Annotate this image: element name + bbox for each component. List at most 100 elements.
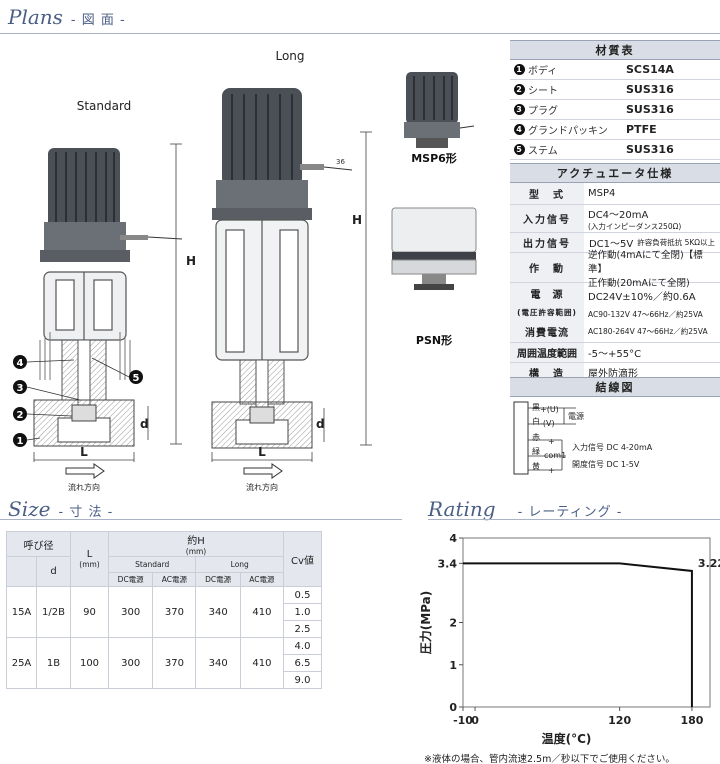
rating-line bbox=[463, 562, 693, 707]
size-cv: 6.5 bbox=[283, 654, 322, 672]
data-label: 3.22 bbox=[698, 557, 720, 570]
power-ac2: AC180-264V 47〜66Hz／約25VA bbox=[588, 327, 708, 336]
standard-dim-d: d bbox=[140, 417, 149, 431]
material-row: 4 グランドパッキン PTFE bbox=[510, 120, 720, 140]
size-header-h: 約H(mm) bbox=[108, 531, 284, 557]
table-row: 15A 1/2B 90 300 370 340 410 0.5 bbox=[6, 586, 322, 638]
size-header-nominal: 呼び径 bbox=[6, 531, 71, 557]
material-row: 1 ボディ SCS14A bbox=[510, 60, 720, 80]
callout-1: 1 bbox=[13, 433, 41, 447]
size-rule bbox=[0, 519, 402, 520]
spec-key: 周囲温度範囲 bbox=[510, 343, 584, 362]
svg-text:36: 36 bbox=[336, 158, 345, 166]
material-number: 2 bbox=[513, 84, 525, 95]
actuator-title: アクチュエータ仕様 bbox=[510, 163, 720, 183]
svg-text:5: 5 bbox=[133, 373, 140, 384]
material-value: SUS316 bbox=[626, 83, 674, 96]
size-std-dc: 300 bbox=[107, 637, 154, 689]
spec-row-action: 作 動 逆作動(4mAにて全閉)【標準】 正作動(20mAにて全閉) bbox=[510, 250, 720, 289]
wiring-title: 結線図 bbox=[510, 377, 720, 397]
wiring-section: 結線図 bbox=[510, 377, 720, 397]
action-direct: 正作動(20mAにて全閉) bbox=[588, 277, 690, 289]
material-name: グランドパッキン bbox=[528, 126, 608, 137]
standard-body bbox=[33, 399, 135, 447]
size-std-ac: 370 bbox=[152, 586, 197, 638]
long-dim-l: L bbox=[258, 445, 266, 459]
size-header-std-ac: AC電源 bbox=[152, 572, 197, 587]
size-cv: 1.0 bbox=[283, 603, 322, 621]
standard-dim-h: H bbox=[186, 254, 196, 268]
psn-actuator bbox=[391, 207, 477, 290]
material-number: 1 bbox=[513, 64, 525, 75]
material-number: 5 bbox=[513, 144, 525, 155]
x-axis-label: 温度(°C) bbox=[542, 731, 592, 746]
standard-flow-arrow: 流れ方向 bbox=[65, 463, 105, 492]
input-sub: (入力インピーダンス250Ω) bbox=[588, 221, 682, 231]
callout-3: 3 bbox=[13, 380, 81, 401]
materials-table: 材質表 1 ボディ SCS14A 2 シート SUS316 3 プラグ SUS3… bbox=[510, 40, 720, 160]
standard-actuator bbox=[40, 148, 183, 262]
size-long-dc: 340 bbox=[195, 586, 241, 638]
rating-heading: Rating - レーティング - bbox=[428, 497, 622, 521]
material-number: 3 bbox=[513, 104, 525, 115]
consumption-label: 消費電流 bbox=[525, 328, 569, 339]
long-actuator: 36 bbox=[212, 88, 353, 220]
table-row: 25A 1B 100 300 370 340 410 4.0 bbox=[6, 637, 322, 689]
material-number: 4 bbox=[513, 124, 525, 135]
material-value: SUS316 bbox=[626, 103, 674, 116]
size-nominal: 25A bbox=[6, 637, 37, 689]
rating-title-jp: - レーティング - bbox=[517, 505, 623, 520]
long-dim-d: d bbox=[316, 417, 325, 431]
power-label: 電 源 bbox=[530, 290, 564, 301]
output-main: DC1〜5V bbox=[588, 239, 634, 250]
material-value: SUS316 bbox=[626, 143, 674, 156]
callout-5: 5 bbox=[91, 357, 143, 384]
wire-input-signal: 入力信号 DC 4-20mA bbox=[572, 442, 653, 452]
actuator-spec-table: アクチュエータ仕様 型 式 MSP4 入力信号 DC4〜20mA (入力インピー… bbox=[510, 163, 720, 383]
material-row: 3 プラグ SUS316 bbox=[510, 100, 720, 120]
wire-open-signal: 開度信号 DC 1-5V bbox=[572, 459, 640, 469]
wire-color: 黄 bbox=[532, 461, 540, 471]
rating-rule bbox=[428, 519, 720, 520]
y-tick-label: 4 bbox=[449, 532, 457, 545]
wire-color: 黒 bbox=[532, 403, 540, 412]
size-long-ac: 410 bbox=[239, 586, 285, 638]
standard-fins bbox=[39, 332, 131, 380]
spec-key: 入力信号 bbox=[510, 205, 584, 232]
callout-2: 2 bbox=[13, 407, 73, 421]
size-header-long: Long bbox=[195, 556, 284, 573]
size-title-jp: - 寸 法 - bbox=[58, 505, 114, 520]
spec-row-temp: 周囲温度範囲 -5〜+55°C bbox=[510, 343, 720, 363]
size-long-ac: 410 bbox=[239, 637, 285, 689]
power-ac1: AC90-132V 47〜66Hz／約25VA bbox=[588, 310, 703, 319]
wire-sign: -(V) bbox=[540, 419, 555, 428]
svg-text:4: 4 bbox=[17, 358, 24, 369]
power-sub-label: (電圧許容範囲) bbox=[517, 308, 577, 317]
input-main: DC4〜20mA bbox=[588, 209, 649, 221]
material-value: SCS14A bbox=[626, 63, 674, 76]
x-tick-label: -10 bbox=[453, 714, 473, 727]
wire-sign: + bbox=[548, 466, 555, 475]
spec-key: 作 動 bbox=[510, 253, 584, 282]
size-d: 1/2B bbox=[36, 586, 71, 638]
plans-title-en: Plans bbox=[8, 5, 63, 29]
svg-text:1: 1 bbox=[17, 436, 24, 447]
size-cv: 2.5 bbox=[283, 620, 322, 638]
size-header-long-ac: AC電源 bbox=[239, 572, 285, 587]
y-tick-label: 1 bbox=[449, 659, 457, 672]
size-table: 呼び径 L(mm) 約H(mm) Cv値 d Standard Long DC電… bbox=[6, 531, 322, 689]
wire-color: 緑 bbox=[532, 446, 540, 456]
size-std-dc: 300 bbox=[107, 586, 154, 638]
wiring-diagram: 黒 +(U) 白 -(V) 赤 + 緑 com1 黄 + 電源 入力信号 DC … bbox=[513, 401, 653, 475]
x-tick-label: 0 bbox=[471, 714, 479, 727]
materials-title: 材質表 bbox=[510, 40, 720, 60]
size-header-d: d bbox=[36, 556, 71, 587]
spec-row-input: 入力信号 DC4〜20mA (入力インピーダンス250Ω) bbox=[510, 205, 720, 233]
y-axis-label: 圧力(MPa) bbox=[418, 591, 433, 654]
rating-title-en: Rating bbox=[428, 497, 496, 521]
wire-color: 赤 bbox=[532, 433, 540, 442]
size-l: 100 bbox=[70, 637, 109, 689]
callout-4: 4 bbox=[13, 355, 75, 369]
x-tick-label: 180 bbox=[680, 714, 703, 727]
